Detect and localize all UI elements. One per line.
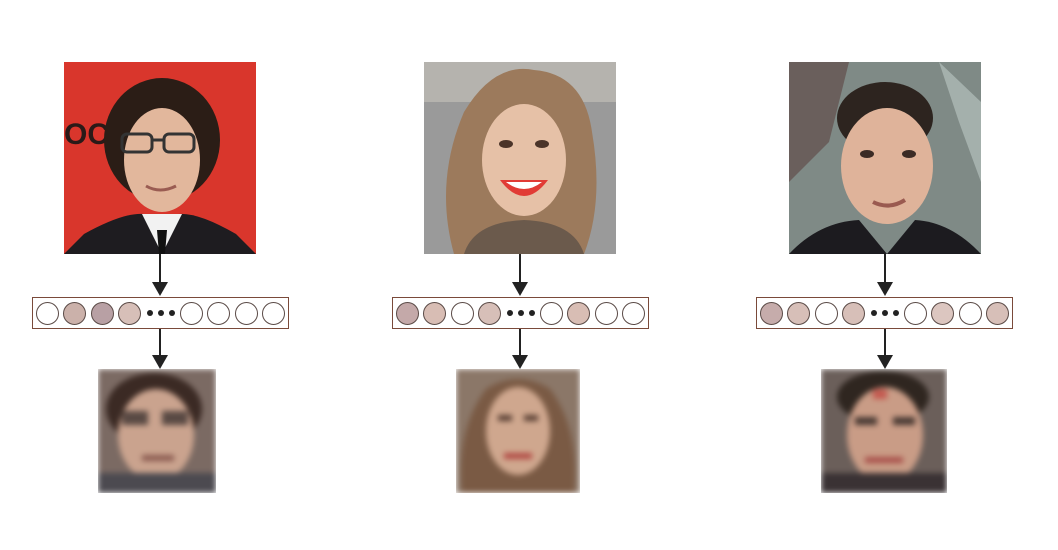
embedding-cell <box>118 301 142 325</box>
embedding-vector-3 <box>756 297 1013 329</box>
embedding-cell <box>903 301 927 325</box>
input-face-photo-2 <box>424 62 616 254</box>
embedding-cell <box>622 301 645 325</box>
embedding-cell <box>450 301 474 325</box>
reconstructed-face-2 <box>456 369 580 493</box>
arrow-down-icon <box>512 254 528 296</box>
input-face-photo-3 <box>789 62 981 254</box>
embedding-cell <box>760 301 783 325</box>
embedding-cell <box>262 301 285 325</box>
embedding-cell <box>931 301 955 325</box>
arrow-down-icon <box>512 329 528 369</box>
embedding-cell <box>478 301 502 325</box>
arrow-down-icon <box>152 254 168 296</box>
ellipsis-icon <box>146 310 176 316</box>
embedding-cell <box>90 301 114 325</box>
reconstructed-face-3 <box>821 369 947 493</box>
reconstructed-face-1 <box>98 369 216 493</box>
embedding-cell <box>423 301 447 325</box>
embedding-cell <box>986 301 1009 325</box>
embedding-cell <box>814 301 838 325</box>
arrow-down-icon <box>152 329 168 369</box>
embedding-cell <box>36 301 59 325</box>
embedding-vector-2 <box>392 297 649 329</box>
embedding-vector-1 <box>32 297 289 329</box>
arrow-down-icon <box>877 329 893 369</box>
embedding-cell <box>63 301 87 325</box>
ellipsis-icon <box>870 310 900 316</box>
embedding-cell <box>207 301 231 325</box>
ellipsis-icon <box>506 310 536 316</box>
embedding-cell <box>958 301 982 325</box>
embedding-cell <box>567 301 591 325</box>
backdrop-logo-text: OC <box>64 118 109 151</box>
embedding-cell <box>594 301 618 325</box>
embedding-cell <box>539 301 563 325</box>
embedding-cell <box>234 301 258 325</box>
embedding-cell <box>179 301 203 325</box>
embedding-cell <box>842 301 866 325</box>
embedding-cell <box>787 301 811 325</box>
input-face-photo-1: OC <box>64 62 256 254</box>
arrow-down-icon <box>877 254 893 296</box>
embedding-cell <box>396 301 419 325</box>
